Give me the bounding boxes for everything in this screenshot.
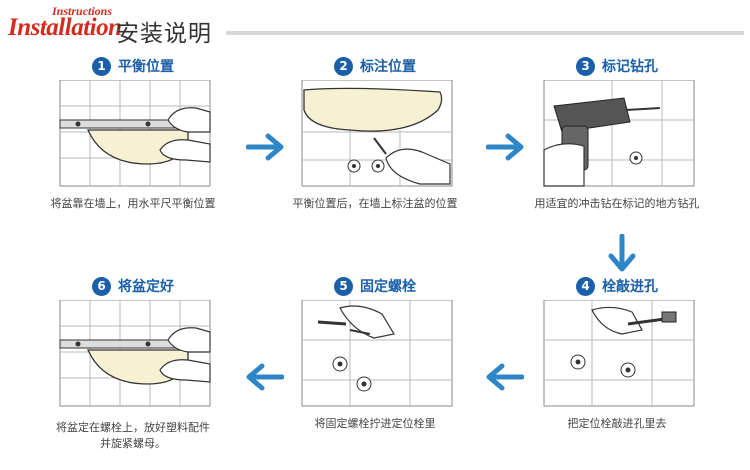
step-5-illustration bbox=[301, 300, 453, 407]
step-6-caption-line2: 并旋紧螺母。 bbox=[100, 437, 166, 450]
arrow-right-icon bbox=[246, 133, 284, 161]
step-title-text: 平衡位置 bbox=[118, 59, 174, 75]
arrow-right-icon bbox=[486, 133, 524, 161]
header-divider bbox=[226, 31, 744, 35]
step-number-badge: 2 bbox=[334, 57, 353, 76]
step-1-title: 1 平衡位置 bbox=[48, 56, 218, 78]
header-instructions: Instructions bbox=[52, 4, 113, 18]
header-installation: Installation bbox=[8, 14, 122, 41]
step-5-caption: 将固定螺栓拧进定位栓里 bbox=[314, 417, 436, 430]
step-number-badge: 3 bbox=[576, 57, 595, 76]
step-6-caption-line1: 将盆定在螺栓上，放好塑料配件 bbox=[56, 421, 210, 434]
step-1-illustration bbox=[59, 80, 211, 187]
step-1-caption: 将盆靠在墙上，用水平尺平衡位置 bbox=[50, 197, 216, 210]
step-3-illustration bbox=[543, 80, 695, 187]
step-4-title: 4 栓敲进孔 bbox=[532, 276, 702, 298]
step-title-text: 将盆定好 bbox=[118, 279, 174, 295]
step-4-illustration bbox=[543, 300, 695, 407]
step-2-caption: 平衡位置后，在墙上标注盆的位置 bbox=[292, 197, 458, 210]
arrow-down-icon bbox=[608, 234, 636, 272]
arrow-left-icon bbox=[246, 363, 284, 391]
arrow-left-icon bbox=[486, 363, 524, 391]
step-3-title: 3 标记钻孔 bbox=[532, 56, 702, 78]
step-number-badge: 1 bbox=[92, 57, 111, 76]
header: Instructions Installation 安装说明 bbox=[0, 0, 750, 47]
step-6-title: 6 将盆定好 bbox=[48, 276, 218, 298]
page-title: 安装说明 bbox=[116, 21, 212, 47]
step-3-caption: 用适宜的冲击钻在标记的地方钻孔 bbox=[534, 197, 700, 210]
step-2-title: 2 标注位置 bbox=[290, 56, 460, 78]
step-number-badge: 5 bbox=[334, 277, 353, 296]
step-6-illustration bbox=[59, 300, 211, 407]
step-number-badge: 4 bbox=[576, 277, 595, 296]
step-title-text: 标注位置 bbox=[360, 59, 416, 75]
step-title-text: 固定螺栓 bbox=[360, 279, 416, 295]
step-5-title: 5 固定螺栓 bbox=[290, 276, 460, 298]
step-title-text: 标记钻孔 bbox=[602, 59, 658, 75]
step-2-illustration bbox=[301, 80, 453, 187]
step-4-caption: 把定位栓敲进孔里去 bbox=[567, 417, 667, 430]
step-number-badge: 6 bbox=[92, 277, 111, 296]
step-title-text: 栓敲进孔 bbox=[602, 279, 658, 295]
step-6-caption: 将盆定在螺栓上，放好塑料配件 并旋紧螺母。 bbox=[38, 420, 228, 452]
